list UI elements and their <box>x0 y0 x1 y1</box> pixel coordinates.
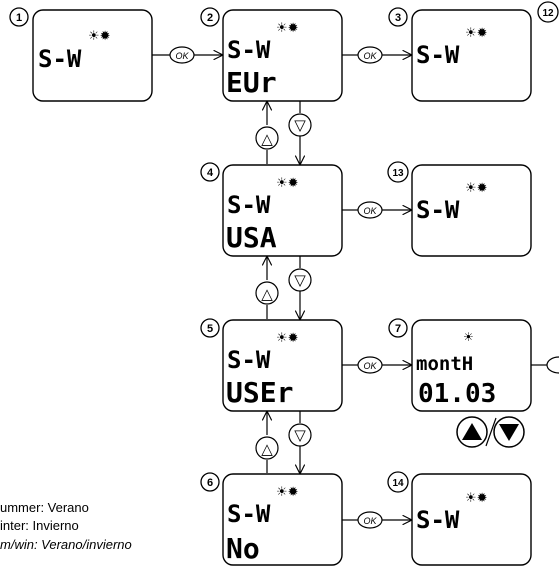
screen-6-season-icons: ☀✹ <box>276 485 299 500</box>
step-13-badge: 13 <box>387 161 409 183</box>
up-button-icon: △ <box>255 281 279 305</box>
step-14-badge: 14 <box>387 471 409 493</box>
screen-3-line1: S-W <box>416 41 460 69</box>
step-6-badge: 6 <box>200 472 220 492</box>
step-3-badge: 3 <box>388 7 408 27</box>
svg-text:OK: OK <box>363 206 377 216</box>
down-button-icon: ▽ <box>288 268 312 292</box>
down-button-icon: ▽ <box>288 113 312 137</box>
screen-1-line1: S-W <box>38 45 82 73</box>
svg-text:OK: OK <box>363 361 377 371</box>
svg-text:3: 3 <box>395 12 401 24</box>
screen-6-line1: S-W <box>227 500 271 528</box>
ok-button-icon: OK <box>357 356 383 374</box>
svg-text:▽: ▽ <box>294 426 306 444</box>
svg-text:5: 5 <box>207 323 213 335</box>
screen-3-season-icons: ☀✹ <box>465 26 488 41</box>
screen-2-season-icons: ☀✹ <box>276 21 299 36</box>
screen-13-line1: S-W <box>416 196 460 224</box>
svg-text:12: 12 <box>542 8 554 19</box>
screen-2-line2: EUr <box>226 66 277 99</box>
step-1-badge: 1 <box>9 7 29 27</box>
step-2-badge: 2 <box>200 7 220 27</box>
ok-button-icon: OK <box>357 46 383 64</box>
screen-13-season-icons: ☀✹ <box>465 181 488 196</box>
ok-button-icon: OK <box>357 201 383 219</box>
svg-text:4: 4 <box>207 167 214 179</box>
screen-3 <box>411 9 532 102</box>
step-12-badge: 12 <box>537 1 559 23</box>
screen-14-line1: S-W <box>416 506 460 534</box>
down-filled-button-icon <box>493 416 525 448</box>
step-4-badge: 4 <box>200 162 220 182</box>
svg-text:13: 13 <box>392 168 404 179</box>
up-filled-button-icon <box>456 416 488 448</box>
legend-winter: inter: Invierno <box>0 518 79 533</box>
ok-button-icon: OK <box>169 46 195 64</box>
screen-4-line1: S-W <box>227 191 271 219</box>
svg-text:6: 6 <box>207 477 213 489</box>
screen-5-line2: USEr <box>226 376 293 409</box>
screen-5-season-icons: ☀✹ <box>276 331 299 346</box>
svg-text:7: 7 <box>395 323 401 335</box>
screen-4-line2: USA <box>226 221 277 254</box>
up-button-icon: △ <box>255 436 279 460</box>
svg-text:OK: OK <box>363 516 377 526</box>
svg-text:△: △ <box>261 440 273 458</box>
legend-summer: ummer: Verano <box>0 500 89 515</box>
legend-sumwin: m/win: Verano/invierno <box>0 537 132 552</box>
svg-text:OK: OK <box>175 51 189 61</box>
svg-text:1: 1 <box>16 12 22 24</box>
svg-text:14: 14 <box>392 478 404 489</box>
svg-text:△: △ <box>261 285 273 303</box>
step-5-badge: 5 <box>200 318 220 338</box>
screen-6-line2: No <box>226 532 260 565</box>
svg-text:▽: ▽ <box>294 271 306 289</box>
screen-14 <box>411 473 532 566</box>
screen-7-sun-icon: ☀ <box>463 330 474 344</box>
svg-text:OK: OK <box>363 51 377 61</box>
screen-2-line1: S-W <box>227 36 271 64</box>
screen-7-line2: 01.03 <box>418 379 496 409</box>
ok-button-icon <box>546 356 559 374</box>
svg-text:△: △ <box>261 130 273 148</box>
svg-text:2: 2 <box>207 12 213 24</box>
ok-button-icon: OK <box>357 511 383 529</box>
down-button-icon: ▽ <box>288 423 312 447</box>
screen-5-line1: S-W <box>227 346 271 374</box>
screen-14-season-icons: ☀✹ <box>465 491 488 506</box>
slash-separator <box>485 417 497 447</box>
svg-text:▽: ▽ <box>294 116 306 134</box>
step-7-badge: 7 <box>388 318 408 338</box>
up-button-icon: △ <box>255 126 279 150</box>
screen-4-season-icons: ☀✹ <box>276 176 299 191</box>
screen-7-line1: montH <box>416 353 473 375</box>
screen-13 <box>411 164 532 257</box>
screen-1-season-icons: ☀✹ <box>88 29 111 44</box>
